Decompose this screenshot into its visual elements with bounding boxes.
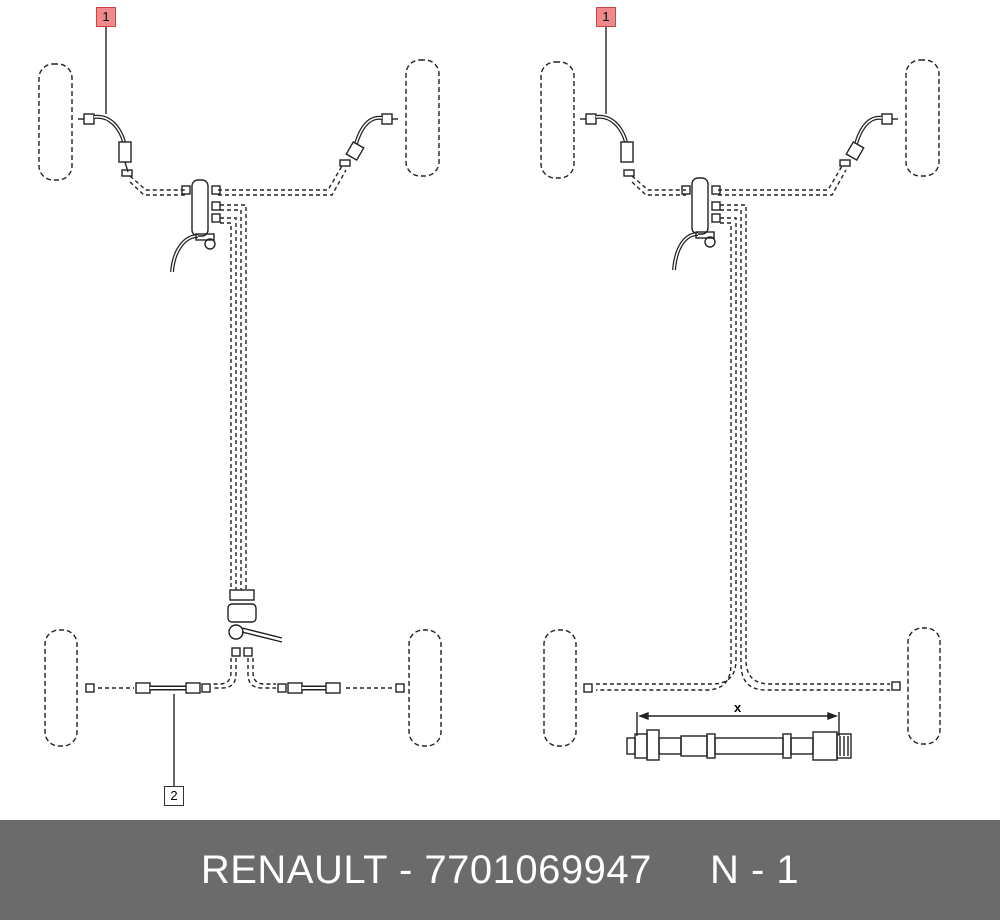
left-front-left-hose (78, 113, 133, 177)
left-master-cylinder (170, 179, 221, 273)
footer-separator: - (387, 847, 425, 892)
right-rear-right-union (891, 681, 901, 691)
left-longitudinal-pipes (220, 204, 247, 590)
right-longitudinal-pipes (596, 204, 890, 691)
left-front-cross-pipe (129, 165, 347, 196)
brake-hose-diagram (38, 27, 941, 786)
right-chassis (540, 27, 941, 761)
right-front-left-wheel (540, 61, 575, 179)
callout-1-left: 1 (96, 7, 116, 27)
left-front-left-wheel (38, 63, 73, 181)
footer-brand: RENAULT (200, 847, 388, 892)
right-front-cross-pipe (631, 165, 847, 196)
right-rear-left-wheel (543, 629, 577, 747)
left-front-right-wheel (405, 59, 440, 177)
left-front-right-hose (339, 113, 398, 167)
left-rear-right-wheel (408, 629, 442, 747)
right-front-right-hose (839, 113, 898, 167)
left-rear-compensator (227, 589, 283, 657)
footer-gap (652, 848, 710, 892)
dimension-label-x: x (734, 700, 742, 715)
right-front-right-wheel (905, 59, 940, 177)
footer-position-code: N - 1 (709, 847, 800, 892)
left-chassis (38, 27, 442, 786)
left-rear-left-wheel (44, 629, 78, 747)
callout-1-right: 1 (596, 7, 616, 27)
left-rear-right-hose (277, 682, 405, 694)
callout-2-left: 2 (164, 786, 184, 806)
footer-part-number: 7701069947 (424, 847, 652, 892)
right-front-left-hose (580, 113, 635, 177)
right-rear-right-wheel (907, 627, 941, 745)
right-rear-left-union (583, 683, 593, 693)
hose-detail-drawing (626, 711, 852, 761)
left-rear-cross-pipes (98, 658, 394, 689)
footer-bar: RENAULT - 7701069947 N - 1 (0, 820, 1000, 920)
right-master-cylinder (672, 177, 721, 271)
footer-caption: RENAULT - 7701069947 N - 1 (201, 848, 799, 893)
left-rear-left-hose (85, 682, 211, 694)
